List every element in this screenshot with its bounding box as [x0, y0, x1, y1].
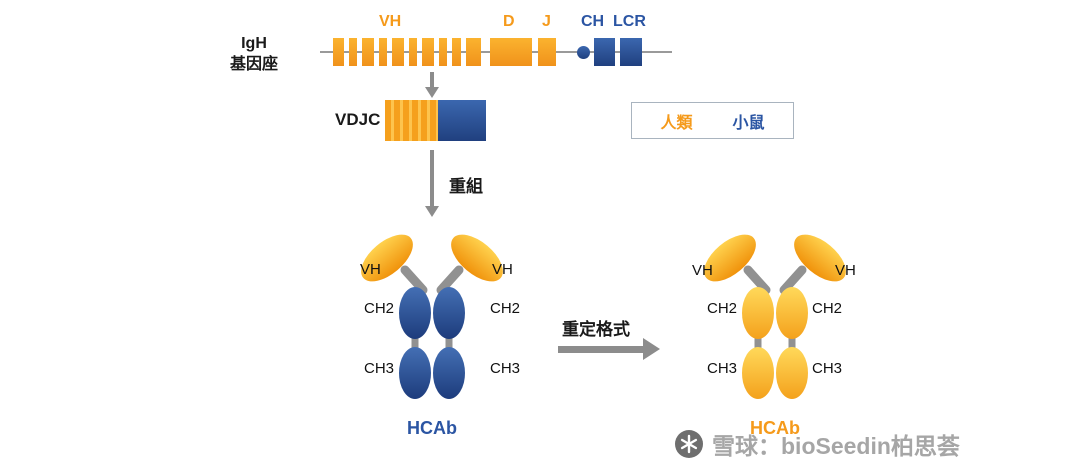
ch2-domain-icon — [776, 287, 808, 339]
vh-segment — [422, 38, 434, 66]
hcab-left-ch3-right-label: CH3 — [490, 360, 521, 377]
down-arrow-icon — [430, 72, 434, 88]
ch3-domain-icon — [742, 347, 774, 399]
ch2-domain-icon — [433, 287, 465, 339]
hinge-icon — [779, 265, 807, 295]
hcab-left-ch2-left-label: CH2 — [364, 300, 395, 317]
watermark-text: 雪球：bioSeedin柏思荟 — [712, 433, 960, 459]
down-arrow-icon — [430, 150, 434, 207]
d-label: D — [503, 13, 515, 30]
hcab-right-ch2-right-label: CH2 — [812, 300, 843, 317]
hinge-icon — [400, 265, 428, 295]
vh-segment — [466, 38, 481, 66]
hcab-right-vh-right-label: VH — [835, 262, 856, 279]
vh-segment — [333, 38, 344, 66]
hcab-left-vh-right-label: VH — [492, 261, 513, 278]
legend-human-label: 人類 — [660, 114, 693, 132]
recombination-label: 重組 — [449, 177, 483, 196]
ch2-domain-icon — [399, 287, 431, 339]
down-arrow-head-icon — [425, 206, 439, 217]
ch-label: CH — [581, 13, 605, 30]
hcab-left-name: HCAb — [407, 418, 457, 438]
ch3-domain-icon — [433, 347, 465, 399]
vh-segment — [349, 38, 357, 66]
vh-label: VH — [379, 13, 402, 30]
hcab-right-vh-left-label: VH — [692, 262, 713, 279]
watermark: 雪球：bioSeedin柏思荟 — [674, 427, 960, 461]
vh-segment — [392, 38, 404, 66]
vh-segment — [409, 38, 417, 66]
vh-segment — [362, 38, 374, 66]
vh-segment — [439, 38, 447, 66]
reformat-arrow-icon — [558, 346, 643, 353]
vh-domain-icon — [451, 234, 503, 282]
vdjc-c-region — [438, 100, 486, 141]
lcr-segment — [620, 38, 642, 66]
vh-segments — [333, 38, 483, 66]
legend-box: 人類 小鼠 — [631, 102, 794, 139]
ch-segment — [594, 38, 615, 66]
igh-locus-label: IgH 基因座 — [222, 33, 286, 75]
enhancer-dot-icon — [577, 46, 590, 59]
hcab-right-figure — [704, 234, 846, 399]
hcab-left-figure — [361, 234, 503, 399]
lcr-label: LCR — [613, 13, 646, 30]
ch2-domain-icon — [742, 287, 774, 339]
hcab-right-name: HCAb — [750, 418, 800, 438]
legend-mouse-label: 小鼠 — [732, 114, 765, 132]
hcab-right-ch3-left-label: CH3 — [707, 360, 738, 377]
hcab-left-ch2-right-label: CH2 — [490, 300, 521, 317]
hcab-left-vh-left-label: VH — [360, 261, 381, 278]
ch3-domain-icon — [776, 347, 808, 399]
igh-locus-label-line2: 基因座 — [229, 56, 278, 73]
ch3-domain-icon — [399, 347, 431, 399]
vh-domain-icon — [361, 234, 413, 282]
reformat-arrow-head-icon — [643, 338, 660, 360]
hinge-icon — [743, 265, 771, 295]
down-arrow-head-icon — [425, 87, 439, 98]
hcab-right-ch2-left-label: CH2 — [707, 300, 738, 317]
hcab-left-ch3-left-label: CH3 — [364, 360, 395, 377]
j-segment — [538, 38, 556, 66]
vh-segment — [452, 38, 461, 66]
vh-segment — [379, 38, 387, 66]
xueqiu-logo-icon — [675, 430, 703, 458]
reformat-label: 重定格式 — [562, 320, 630, 339]
hcab-right-ch3-right-label: CH3 — [812, 360, 843, 377]
igh-locus-label-line1: IgH — [241, 35, 267, 52]
j-label: J — [542, 13, 551, 30]
vdjc-v-region — [385, 100, 438, 141]
hinge-icon — [436, 265, 464, 295]
vdjc-label: VDJC — [335, 110, 381, 129]
vh-domain-icon — [794, 234, 846, 282]
vh-domain-icon — [704, 234, 756, 282]
d-segment — [490, 38, 532, 66]
